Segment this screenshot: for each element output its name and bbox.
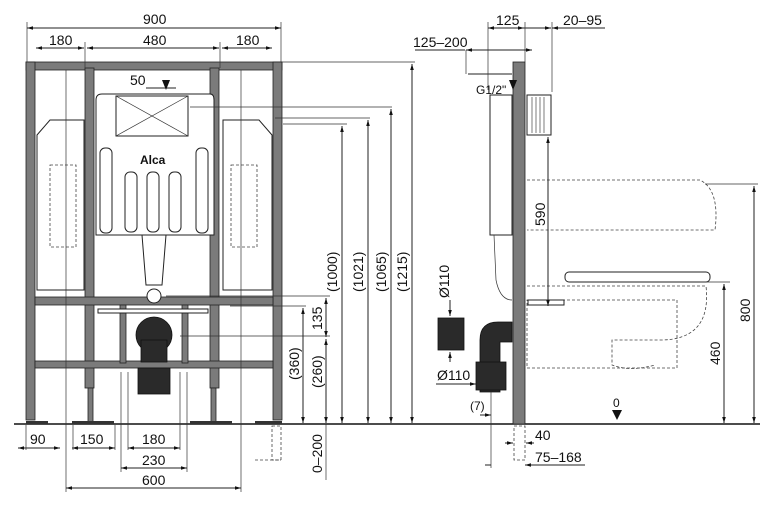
dim-left-side: 180: [49, 32, 73, 48]
brand-logo: Alca: [140, 153, 166, 167]
dim-center: 480: [143, 32, 167, 48]
dim-right-side: 180: [236, 32, 260, 48]
dim-pipe-diameter-top: Ø110: [436, 265, 452, 298]
dim-height-1215: (1215): [394, 252, 410, 292]
dim-bolt-spacing-230: 230: [142, 452, 166, 468]
dim-bolt-spacing-180: 180: [142, 431, 166, 447]
label-inlet-thread: G1/2": [476, 83, 506, 97]
dim-bowl-height: 460: [707, 341, 723, 365]
dim-seat-height: 800: [737, 298, 753, 322]
side-dimensions: [415, 22, 758, 468]
dim-foot-inner: 150: [80, 431, 104, 447]
dim-depth: 125: [496, 12, 520, 28]
dim-drain-offset: 135: [309, 306, 325, 330]
dim-flush-offset: 50: [130, 72, 146, 88]
dim-pipe-diameter-bottom: Ø110: [437, 367, 470, 383]
dim-pipe-offset: (7): [470, 399, 485, 413]
dim-leg-spacing: 600: [142, 472, 166, 488]
dim-drain-height-360: (360): [286, 347, 302, 380]
label-floor-level: 0: [613, 396, 620, 410]
dim-foot-width: 90: [30, 431, 46, 447]
dim-height-1021: (1021): [350, 252, 366, 292]
front-bottom-dimensions: [18, 70, 242, 492]
dim-wall-thickness: 20–95: [563, 12, 602, 28]
front-vertical-dimensions: [166, 61, 415, 480]
dim-height-1000: (1000): [324, 252, 340, 292]
dim-leg-adjust: 0–200: [309, 434, 325, 473]
front-top-dimensions: [26, 22, 282, 90]
side-frame: [437, 61, 717, 461]
dim-drain-distance: 75–168: [535, 449, 582, 465]
dim-drain-height-260: (260): [309, 355, 325, 388]
dim-button-height: 590: [532, 202, 548, 226]
dim-leg-width: 40: [535, 427, 551, 443]
dim-inlet-offset: 125–200: [413, 34, 468, 50]
front-frame: [25, 61, 283, 424]
dim-height-1065: (1065): [373, 252, 389, 292]
dim-total-width: 900: [143, 11, 167, 27]
